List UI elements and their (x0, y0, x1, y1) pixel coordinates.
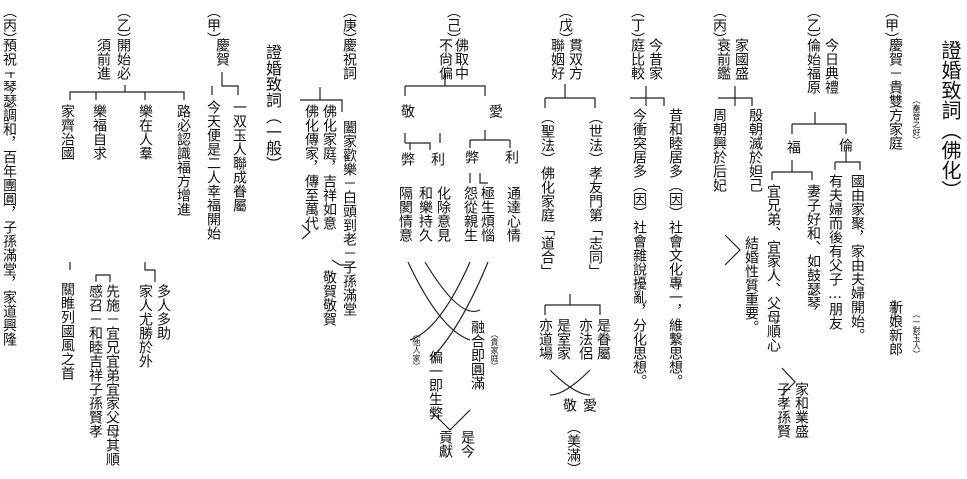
left-yi-item-2b: 家人尤勝於外 (137, 284, 153, 368)
ji-ai-bi-text-2: 怨從親生 (462, 186, 478, 242)
ji-ai-li: 利 (503, 150, 519, 164)
bing-item-1: 殷朝滅於妲己 (747, 108, 763, 192)
left-yi-item-4a: 關睢列國風之首 (59, 282, 75, 380)
yi-result-1: 家和業盛 (793, 382, 809, 438)
ji-final-1: 是今 (459, 430, 475, 458)
bing-mark: （丙） (711, 4, 727, 46)
ji-ai-bi-text-1: 極生煩惱 (479, 186, 495, 242)
left-yi-item-4: 家齊治國 (59, 104, 75, 160)
geng-item-3: 佛化傳家，傳至萬代 (303, 104, 319, 230)
ding-heading-2: 庭比較 (629, 38, 645, 80)
wu-item-2: （聖法）佛化家庭「道合」 (539, 110, 555, 278)
left-yi-mark: （乙） (115, 4, 131, 46)
left-yi-item-3a: 先施－宜兄宜弟宜家父母其順 (104, 284, 120, 466)
left-yi-heading-1: 開始必 (115, 38, 131, 80)
bing-heading-2: 衰前鑑 (715, 38, 731, 80)
right-title: 證婚致詞（佛化） (938, 40, 962, 200)
ji-heading-2: 不尙偏 (437, 38, 453, 80)
bing-result: 結婚性質重要。 (743, 236, 759, 334)
wu-c: 敬 (561, 398, 577, 412)
left-yi-item-2: 樂在人羣 (137, 104, 153, 160)
wu-a1: 是眷屬 (595, 318, 611, 360)
wu-heading-1: 貫双方 (567, 38, 583, 80)
jia-tail: 新娘新郎 (887, 300, 903, 356)
yi-lun-1: 國由家聚，家由夫婦開始。 (849, 174, 865, 342)
ji-outcome-1: 融合即圓滿 (469, 320, 485, 390)
yi-fu-1: 妻子好和、如鼓瑟琴 (805, 184, 821, 310)
ji-outcome-1-note: （貴家庭） (490, 330, 499, 370)
left-yi-heading-2: 須前進 (95, 38, 111, 80)
wu-d: 愛 (581, 398, 597, 412)
left-jia-heading: 慶賀 (214, 38, 230, 66)
left-yi-item-1: 路必認識福方增進 (175, 104, 191, 216)
yi-fu: 福 (785, 140, 801, 154)
ji-final-2: 貢獻 (437, 430, 453, 458)
ding-mark: （丁） (629, 4, 645, 46)
geng-result: 敬賀敬賀 (321, 270, 337, 326)
geng-heading: 慶祝詞 (341, 38, 357, 80)
wu-mark: （戊） (557, 4, 573, 46)
left-jia-item-2: 今天便是二人幸福開始 (205, 100, 221, 240)
jia-note-2: （一對玉人） (912, 310, 921, 358)
yi-fu-2: 宜兄弟、宜家人、父母順心 (765, 184, 781, 352)
left-jia-item-1: 一双玉人聯成眷屬 (231, 100, 247, 212)
jia-mark: （甲） (883, 4, 899, 46)
ji-heading-1: 佛取中 (453, 38, 469, 80)
ji-outcome-2-note: （他人家） (412, 330, 421, 370)
wu-heading-2: 聯姻好 (549, 38, 565, 80)
jia-text: 慶賀－貴雙方家庭 (887, 38, 903, 150)
ji-outcome-2: 偏一即生弊 (427, 350, 443, 420)
yi-lun-2: 有夫婦而後有父子…朋友 (827, 174, 843, 330)
ji-jing-bi-text: 隔閡情意 (397, 186, 413, 242)
wu-item-1: （世法）孝友門第「志同」 (587, 110, 603, 278)
yi-mark: （乙） (805, 4, 821, 46)
yi-heading-1: 今日典禮 (823, 38, 839, 94)
yi-result-2: 子孝孫賢 (775, 382, 791, 438)
yi-heading-2: 倫始福原 (805, 38, 821, 94)
left-bing-mark: （丙） (1, 4, 17, 46)
ding-item-1: 昔和睦居多（因）社會文化專一，維繫思想。 (667, 108, 683, 388)
ji-jing-bi: 弊 (399, 152, 415, 166)
wu-b1: 是室家 (555, 318, 571, 360)
ji-jing-li: 利 (429, 152, 445, 166)
left-yi-item-3b: 感召－和睦吉祥子孫賢孝 (87, 284, 103, 438)
jia-note-1: （秦晉之好） (912, 96, 921, 144)
ding-heading-1: 今昔家 (647, 38, 663, 80)
left-yi-item-3: 樂福自求 (91, 104, 107, 160)
ji-jing-li-text-2: 和樂持久 (417, 186, 433, 242)
wu-a2: 亦法侶 (577, 318, 593, 360)
left-bing-text: 預祝－琴瑟調和，百年團圓，子孫滿堂，家道興隆 (1, 38, 17, 346)
left-title: 證婚致詞（一般） (263, 44, 282, 172)
ji-ai-bi: 弊 (463, 150, 479, 164)
ji-ai: 愛 (487, 104, 503, 118)
geng-item-1: 闔家歡樂－白頭到老－子孫滿堂 (341, 120, 357, 316)
yi-lun: 倫 (837, 138, 853, 152)
bing-item-2: 周朝興於后妃 (711, 108, 727, 192)
left-jia-mark: （甲） (205, 4, 221, 46)
ji-mark: （己） (445, 4, 461, 46)
geng-mark: （庚） (341, 4, 357, 46)
ji-jing: 敬 (399, 104, 415, 118)
ji-ai-li-text: 通達心情 (505, 186, 521, 242)
bing-heading-1: 家國盛 (733, 38, 749, 80)
geng-item-2: 佛化家庭，吉祥如意 (321, 104, 337, 230)
wu-b2: 亦道場 (537, 318, 553, 360)
ding-item-2: 今衝突居多（因）社會雜說擾亂，分化思想。 (631, 108, 647, 388)
wu-e: （美滿） (565, 420, 581, 476)
ji-jing-li-text-1: 化除意見 (435, 186, 451, 242)
left-yi-item-2a: 多人多助 (155, 284, 171, 340)
